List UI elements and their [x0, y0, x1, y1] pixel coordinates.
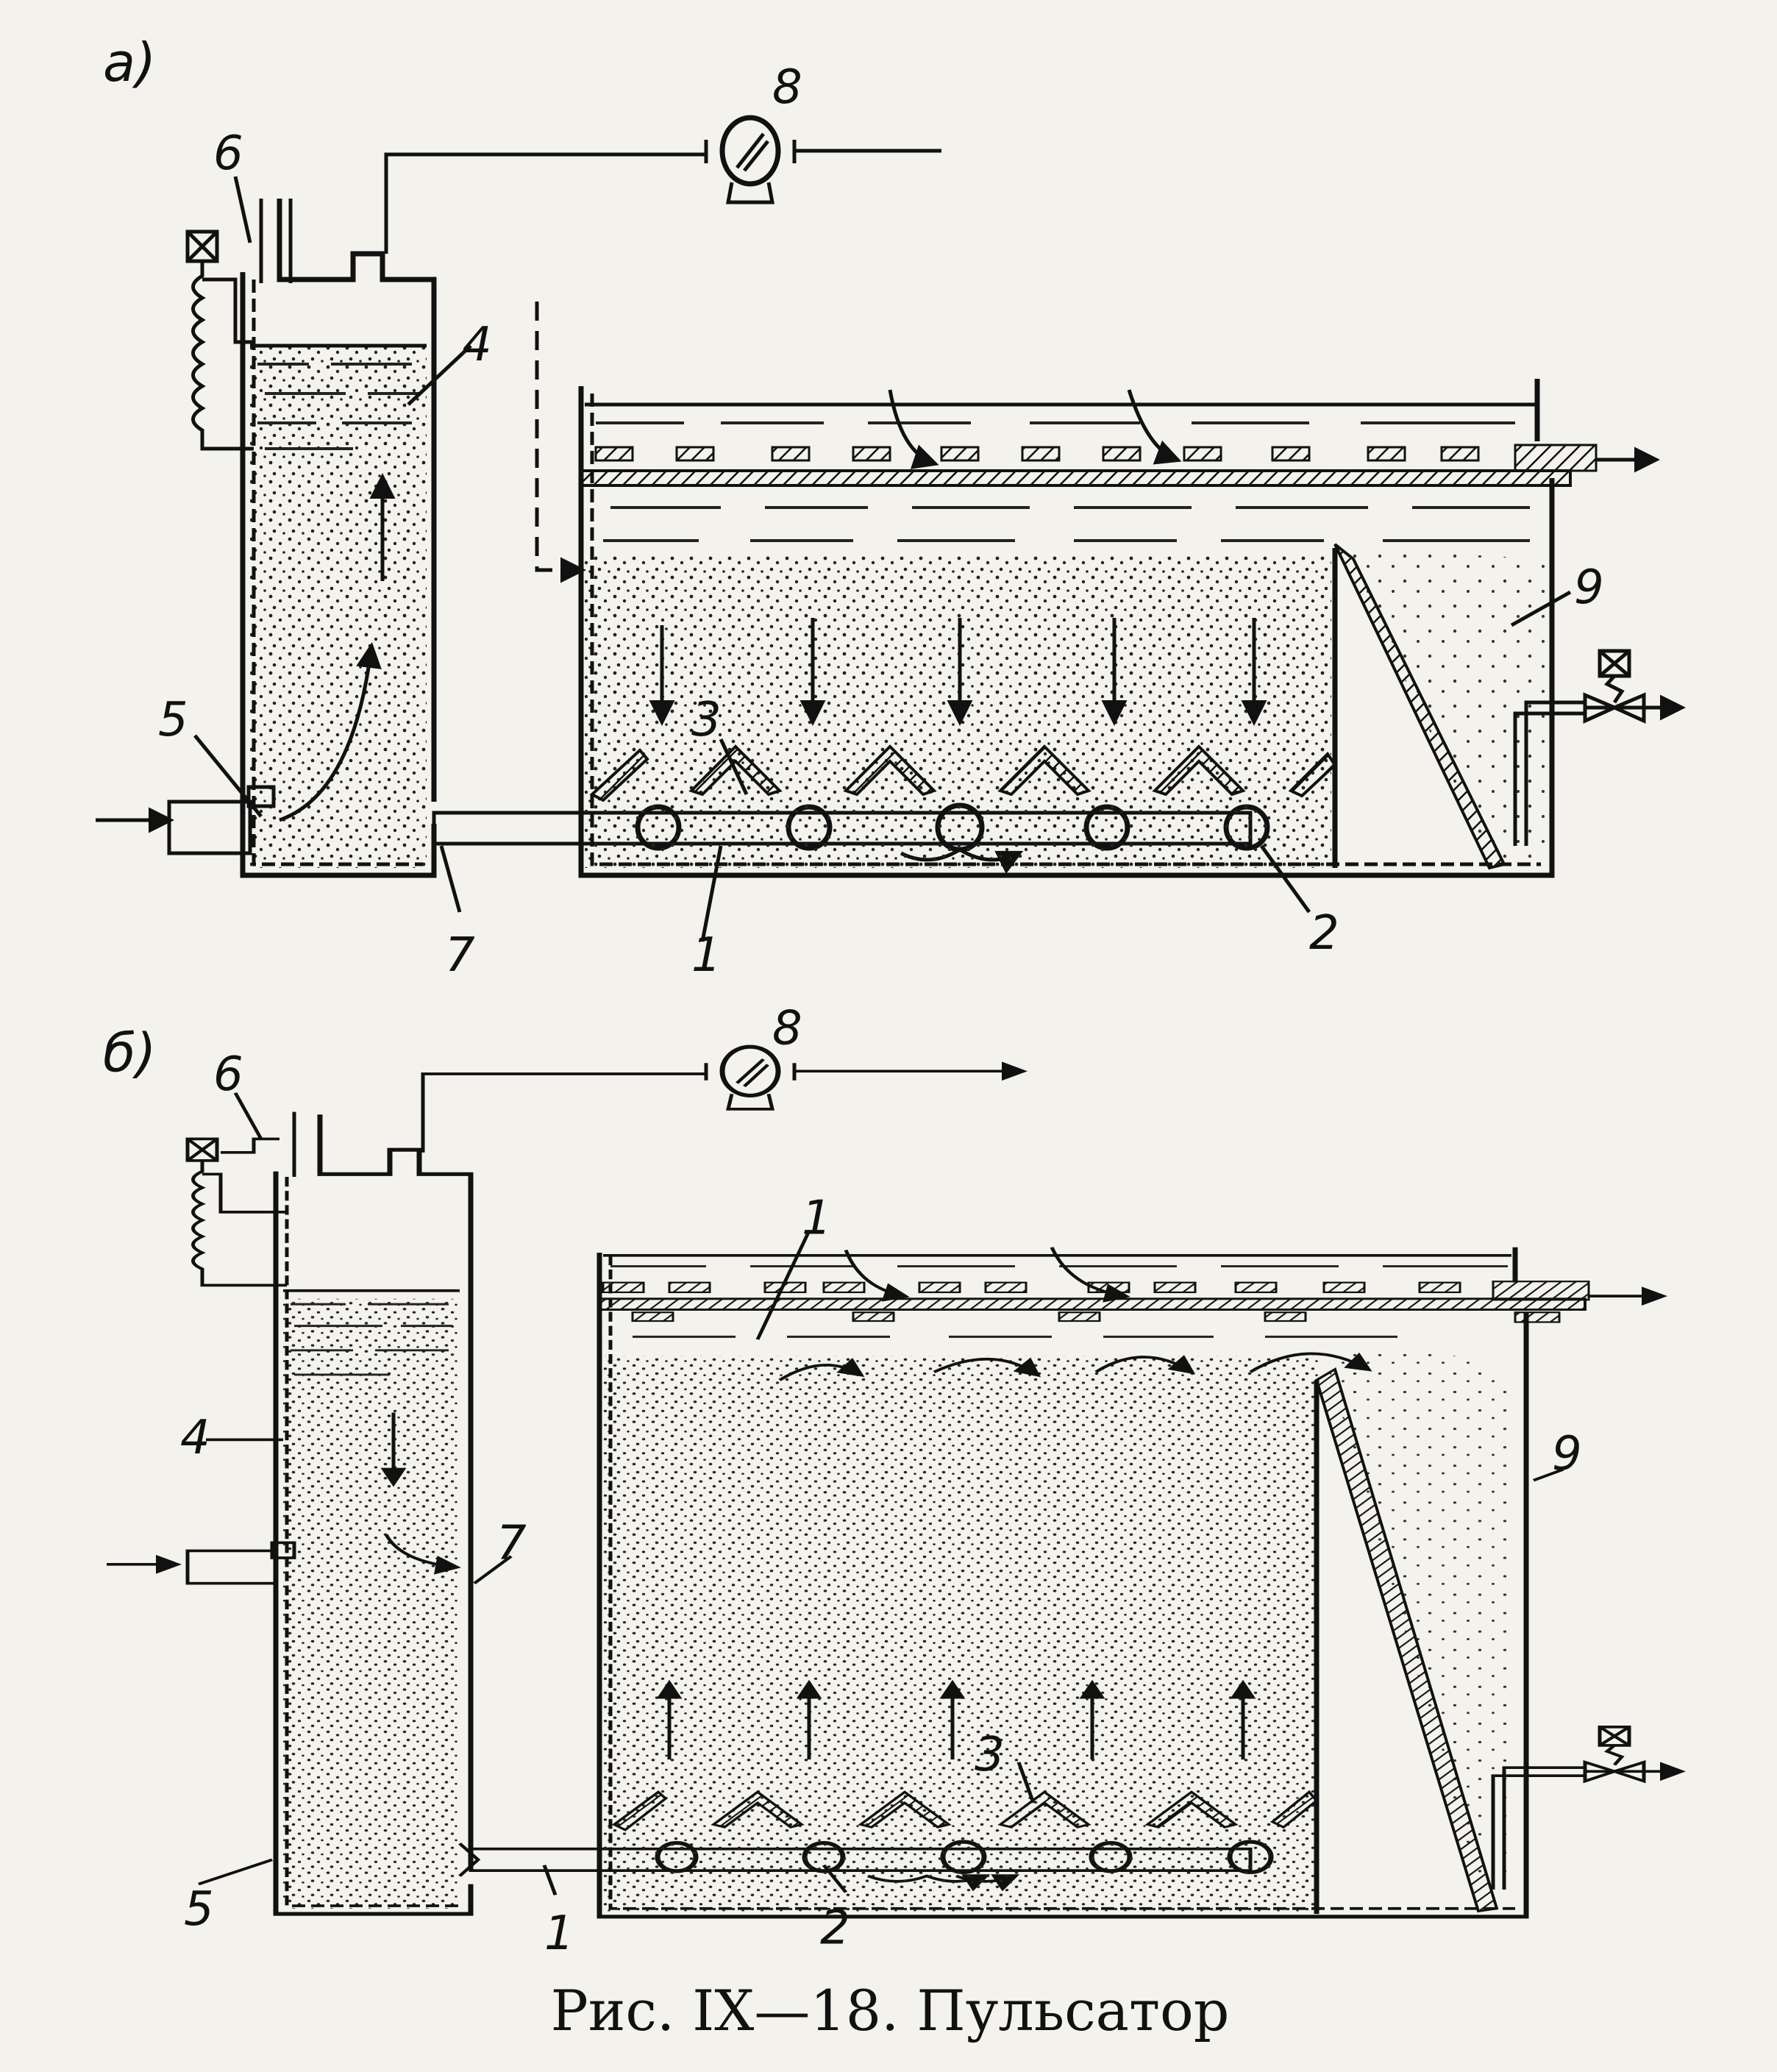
panel-label-a: а) [103, 32, 156, 93]
label-9-b: 9 [1552, 1427, 1582, 1481]
panel-label-b: б) [103, 1022, 157, 1083]
label-8-b: 8 [772, 1001, 802, 1055]
panel-a: а) [96, 32, 1686, 983]
label-3-a: 3 [691, 693, 722, 747]
label-2-b: 2 [820, 1901, 850, 1956]
label-4-a: 4 [462, 318, 492, 372]
vacuum-pump-b [704, 1044, 797, 1111]
figure-caption: Рис. IX—18. Пульсатор [551, 1978, 1230, 2043]
leader-lines-b [197, 1092, 1564, 1895]
label-6-b: 6 [213, 1047, 243, 1102]
label-8-a: 8 [772, 60, 802, 115]
label-5-a: 5 [158, 693, 188, 747]
label-7-a: 7 [445, 928, 475, 983]
vacuum-chamber-a [96, 149, 941, 878]
label-3-b: 3 [975, 1728, 1005, 1782]
leader-lines-a [193, 176, 1572, 942]
label-5-b: 5 [184, 1882, 214, 1937]
label-9-a: 9 [1574, 560, 1604, 615]
label-7-b: 7 [496, 1516, 527, 1570]
label-6-a: 6 [213, 127, 243, 181]
label-2-a: 2 [1309, 906, 1339, 961]
label-4-b: 4 [180, 1411, 210, 1465]
panel-b: б) [103, 1001, 1686, 1961]
clarifier-tank-b [597, 1247, 1686, 1919]
vacuum-chamber-b [107, 1061, 1028, 1916]
label-1b-b: 1 [802, 1191, 832, 1245]
vacuum-pump-a [704, 115, 797, 204]
label-1-b: 1 [544, 1907, 574, 1961]
clarifier-tank-a [578, 379, 1686, 878]
label-1-a: 1 [691, 928, 722, 983]
